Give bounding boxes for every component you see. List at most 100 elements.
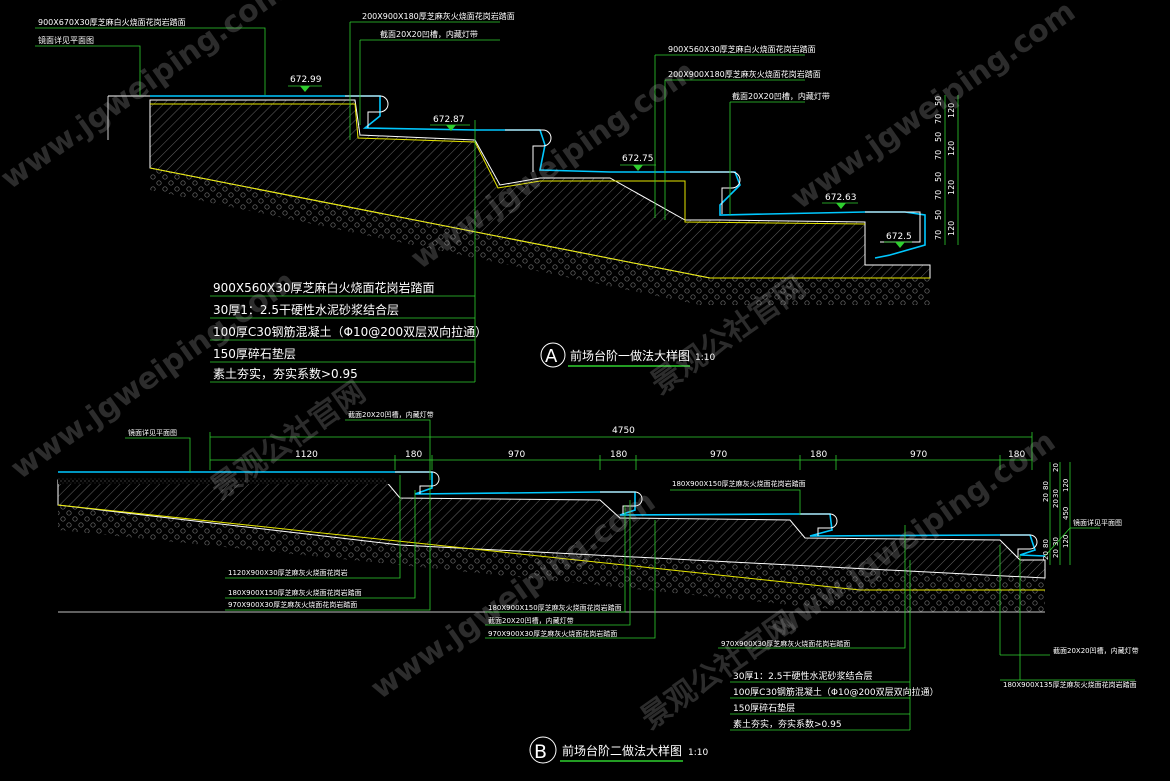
a-title-block: A 前场台阶一做法大样图 1:10: [540, 342, 715, 368]
a-label-groove-2: 截面20X20凹槽，内藏灯带: [732, 91, 830, 101]
svg-text:20: 20: [1052, 499, 1060, 508]
b-dim-1: 1120: [295, 450, 318, 460]
b-mid-label-1: 180X900X150厚芝麻灰火烧面花岗岩踏面: [488, 603, 622, 612]
a-mortar-top: [150, 103, 866, 225]
b-scale: 1:10: [688, 748, 708, 758]
b-dim-2: 180: [405, 450, 422, 460]
detail-b: 4750 1120 180 970 180 970 180 970 180 镜面…: [57, 410, 1139, 764]
b-step-nosing-1: [395, 471, 440, 494]
a-step-nosing-3: [690, 171, 741, 214]
b-mortar-line: [57, 504, 1045, 591]
b-label-mirror-left: 镜面详见平面图: [128, 428, 177, 437]
a-title: 前场台阶一做法大样图: [570, 348, 690, 363]
a-layer-1: 900X560X30厚芝麻白火烧面花岗岩踏面: [213, 280, 435, 295]
a-layer-callout: 900X560X30厚芝麻白火烧面花岗岩踏面 30厚1：2.5干硬性水泥砂浆结合…: [210, 120, 487, 383]
svg-text:672.63: 672.63: [825, 193, 857, 203]
b-label-riser-top: 180X900X150厚芝麻灰火烧面花岗岩踏面: [672, 479, 806, 488]
b-dim-4: 180: [610, 450, 627, 460]
svg-text:20: 20: [1052, 463, 1060, 472]
watermark-cn-2: 景观公社官网: [635, 605, 803, 737]
a-label-tread-top: 900X670X30厚芝麻白火烧面花岗岩踏面: [38, 17, 186, 27]
b-left-label-3: 970X900X30厚芝麻灰火烧面花岗岩踏面: [228, 600, 357, 609]
b-title: 前场台阶二做法大样图: [562, 743, 682, 758]
detail-a: 900X670X30厚芝麻白火烧面花岗岩踏面 镜面详见平面图 200X900X1…: [35, 11, 959, 383]
a-title-letter: A: [545, 346, 558, 367]
svg-text:70: 70: [934, 150, 943, 160]
svg-text:672.87: 672.87: [433, 115, 465, 125]
svg-text:20: 20: [1052, 549, 1060, 558]
a-label-mirror: 镜面详见平面图: [38, 35, 94, 45]
b-dim-3: 970: [508, 450, 525, 460]
b-top-leaders: [125, 419, 1100, 557]
b-concrete-body: [57, 479, 1046, 579]
b-top-dims: [209, 432, 1033, 470]
b-layer-4: 素土夯实，夯实系数>0.95: [733, 718, 842, 730]
b-dim-8: 180: [1008, 450, 1025, 460]
a-elevation-1: 672.99: [288, 75, 322, 92]
a-layer-3: 100厚C30钢筋混凝土（Φ10@200双层双向拉通）: [213, 324, 487, 339]
svg-text:20: 20: [1042, 551, 1050, 560]
a-step-nosing-2: [505, 129, 552, 172]
a-label-riser-1: 200X900X180厚芝麻灰火烧面花岗岩踏面: [362, 11, 515, 21]
b-dim-5: 970: [710, 450, 727, 460]
svg-text:70: 70: [934, 190, 943, 200]
svg-text:30: 30: [1052, 489, 1060, 498]
b-left-label-1: 1120X900X30厚芝麻灰火烧面花岗岩: [228, 568, 348, 577]
svg-text:50: 50: [934, 96, 943, 106]
b-dim-7: 970: [910, 450, 927, 460]
svg-text:30: 30: [1052, 537, 1060, 546]
a-layer-2: 30厚1：2.5干硬性水泥砂浆结合层: [213, 302, 399, 317]
b-layer-1: 30厚1：2.5干硬性水泥砂浆结合层: [733, 670, 873, 682]
b-title-block: B 前场台阶二做法大样图 1:10: [529, 736, 708, 764]
b-layer-3: 150厚碎石垫层: [733, 702, 795, 714]
svg-text:80: 80: [1042, 481, 1050, 490]
b-dim-6: 180: [810, 450, 827, 460]
svg-text:672.5: 672.5: [886, 232, 912, 242]
b-mortar-layer: [58, 478, 390, 484]
b-right-label-2: 截面20X20凹槽，内藏灯带: [1053, 646, 1139, 655]
a-label-riser-2: 200X900X180厚芝麻灰火烧面花岗岩踏面: [668, 69, 821, 79]
a-gravel-layer: [150, 168, 930, 305]
b-layer-callout: 30厚1：2.5干硬性水泥砂浆结合层 100厚C30钢筋混凝土（Φ10@200双…: [730, 560, 939, 731]
a-layer-4: 150厚碎石垫层: [213, 346, 296, 361]
svg-text:120: 120: [947, 141, 956, 156]
b-left-leaders: [225, 475, 1135, 681]
svg-text:120: 120: [947, 180, 956, 195]
svg-text:120: 120: [1062, 535, 1070, 548]
b-right-label-1: 970X900X30厚芝麻灰火烧面花岗岩踏面: [721, 639, 850, 648]
b-gravel-layer: [58, 505, 1045, 612]
a-elevation-5: 672.5: [884, 232, 912, 248]
svg-text:120: 120: [947, 103, 956, 118]
svg-text:120: 120: [1062, 479, 1070, 492]
a-label-tread-2: 900X560X30厚芝麻白火烧面花岗岩踏面: [668, 44, 816, 54]
svg-text:672.75: 672.75: [622, 154, 654, 164]
svg-text:50: 50: [934, 210, 943, 220]
a-right-dims: 50 70 120 50 70 120 50 70 120 50 70 120: [934, 95, 959, 245]
svg-text:70: 70: [934, 114, 943, 124]
a-step-nosing-1: [345, 95, 389, 128]
svg-text:50: 50: [934, 172, 943, 182]
b-right-dims: 20 80 20 30 20 120 450 80 20 30 20 120: [1042, 462, 1071, 565]
watermark-url-3: www.jgweiping.com: [785, 0, 1082, 217]
b-label-mirror-right: 镜面详见平面图: [1073, 518, 1122, 527]
b-mid-label-2: 截面20X20凹槽，内藏灯带: [488, 616, 574, 625]
a-elevation-4: 672.63: [822, 193, 858, 209]
b-mid-label-3: 970X900X30厚芝麻灰火烧面花岗岩踏面: [488, 629, 617, 638]
a-stone-treads: [150, 95, 926, 259]
svg-text:50: 50: [934, 132, 943, 142]
svg-text:120: 120: [947, 221, 956, 236]
b-title-letter: B: [534, 741, 547, 763]
a-mortar-line: [149, 167, 930, 279]
b-layer-2: 100厚C30钢筋混凝土（Φ10@200双层双向拉通）: [733, 686, 939, 698]
a-elevation-2: 672.87: [430, 115, 470, 131]
a-scale: 1:10: [695, 353, 715, 363]
b-step-nosing-4: [1000, 534, 1038, 557]
b-total-dim: 4750: [612, 426, 635, 436]
b-step-nosing-3: [800, 513, 838, 536]
svg-text:70: 70: [934, 230, 943, 240]
svg-text:80: 80: [1042, 539, 1050, 548]
a-top-leaders: [35, 21, 805, 220]
svg-text:450: 450: [1062, 507, 1070, 520]
svg-text:672.99: 672.99: [290, 75, 322, 85]
